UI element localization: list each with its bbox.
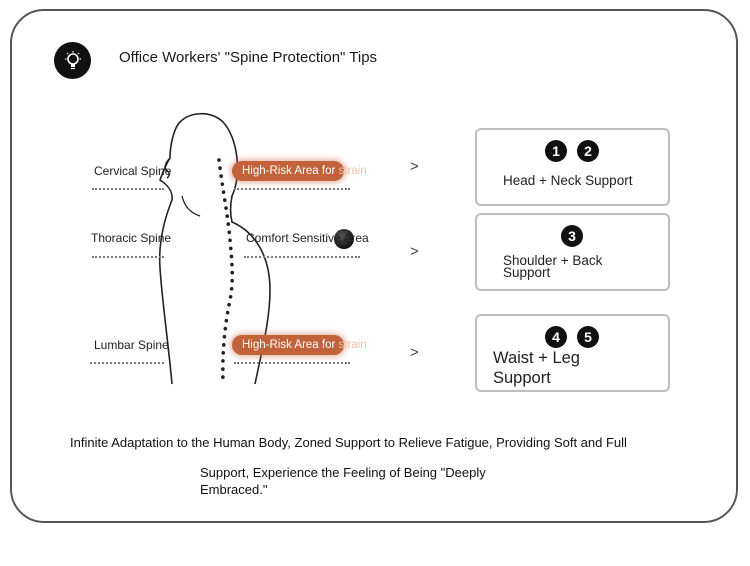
lumbar-risk-pill: High-Risk Area for strain [232, 335, 367, 355]
waist-leg-support-label: Waist + Leg Support [493, 348, 580, 388]
waist-leg-label-line2: Support [493, 369, 551, 387]
cervical-zone-dotted-line [234, 188, 350, 190]
number-1-badge: 1 [545, 140, 567, 162]
shoulder-back-label-line2: Support [503, 265, 551, 280]
lumbar-spine-label: Lumbar Spine [94, 338, 169, 352]
arrow-cervical: > [410, 158, 419, 175]
lumbar-zone-dotted-line [234, 362, 350, 364]
shoulder-back-support-label: Shoulder + Back Support [503, 253, 603, 280]
neck-line [181, 195, 201, 217]
thoracic-spine-label: Thoracic Spine [91, 231, 172, 245]
tagline-line-2: Support, Experience the Feeling of Being… [200, 465, 486, 480]
body-outline [158, 112, 271, 385]
thoracic-dotted-line [92, 256, 164, 258]
comfort-ball-marker [334, 229, 354, 249]
head-neck-support-box: 1 2 Head + Neck Support [475, 128, 670, 206]
shoulder-back-support-box: 3 Shoulder + Back Support [475, 213, 670, 291]
cervical-risk-text: High-Risk Area for [242, 165, 339, 177]
waist-leg-label-line1: Waist + Leg [493, 349, 580, 367]
number-5-badge: 5 [577, 326, 599, 348]
shoulder-back-label-line1: Shoulder + Back [503, 253, 603, 268]
cervical-risk-fade-text: strain [338, 165, 367, 177]
spine-dots [217, 158, 235, 384]
lumbar-dotted-line [90, 362, 164, 364]
face-profile [164, 157, 171, 179]
tagline-line-3: Embraced." [200, 482, 268, 497]
cervical-dotted-line [92, 188, 164, 190]
head-neck-support-label: Head + Neck Support [503, 173, 633, 188]
cervical-spine-label: Cervical Spine [94, 164, 172, 178]
cervical-risk-pill: High-Risk Area for strain [232, 161, 367, 181]
comfort-zone-text: Comfort Sensitive Area [246, 231, 369, 245]
thoracic-zone-dotted-line [244, 256, 360, 258]
number-4-badge: 4 [545, 326, 567, 348]
lumbar-risk-fade-text: strain [338, 339, 367, 351]
number-2-badge: 2 [577, 140, 599, 162]
number-3-badge: 3 [561, 225, 583, 247]
arrow-lumbar: > [410, 344, 419, 361]
waist-leg-support-box: 4 5 Waist + Leg Support [475, 314, 670, 392]
arrow-thoracic: > [410, 243, 419, 260]
tagline-line-1: Infinite Adaptation to the Human Body, Z… [70, 435, 627, 450]
lumbar-risk-text: High-Risk Area for [242, 339, 339, 351]
lightbulb-icon [54, 42, 91, 79]
page-title: Office Workers' "Spine Protection" Tips [119, 49, 378, 66]
